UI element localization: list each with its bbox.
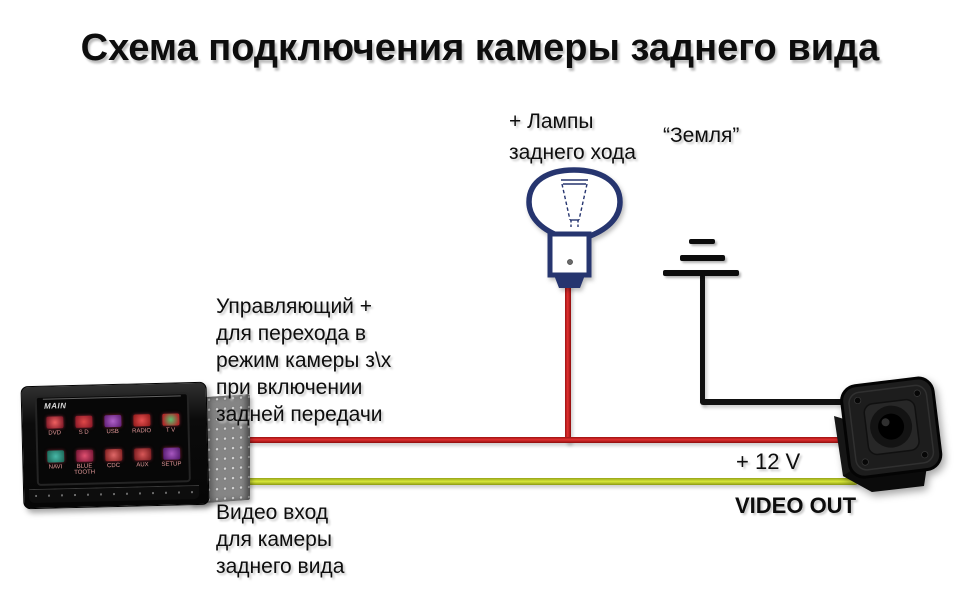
ground-black-wire-horizontal [700, 399, 846, 405]
menu-item-label: BLUE TOOTH [74, 463, 96, 477]
screen-menu-grid: DVD S D USB RADIO [40, 410, 186, 481]
video-input-line1: Видео вход [216, 501, 329, 524]
rear-camera-icon [834, 376, 943, 492]
head-unit-button-strip [29, 484, 200, 504]
head-unit-buttons [35, 491, 194, 497]
menu-item-label: USB [106, 428, 119, 436]
video-out-yellow-wire [224, 478, 858, 485]
control-wire-line1: Управляющий + [216, 295, 373, 318]
navigation-icon [46, 450, 64, 463]
reverse-lamp-label-line1: + Лампы [509, 110, 594, 133]
head-unit-screen: MAIN DVD S D USB [34, 392, 191, 486]
aux-icon [133, 448, 151, 461]
menu-item-label: T V [165, 427, 176, 434]
menu-item-tv: T V [156, 410, 185, 445]
control-wire-line3: режим камеры з\х [216, 349, 392, 372]
video-input-line2: для камеры [216, 528, 332, 551]
ground-bar-bottom [663, 270, 739, 276]
plus-12v-label: + 12 V [736, 449, 801, 474]
setup-gear-icon [162, 447, 180, 460]
menu-item-sd: S D [69, 412, 98, 447]
menu-item-navi: NAVI [41, 447, 70, 482]
ground-label: “Земля” [663, 124, 740, 147]
menu-item-label: NAVI [48, 464, 63, 471]
head-unit: MAIN DVD S D USB [20, 380, 250, 510]
tv-icon [161, 413, 180, 426]
reverse-lamp-positive-wire [565, 283, 571, 443]
screen-title: MAIN [43, 401, 67, 411]
reverse-lamp-bulb-icon [526, 167, 623, 288]
radio-icon [132, 414, 151, 427]
diagram-title: Схема подключения камеры заднего вида [80, 27, 880, 69]
ground-bar-top [689, 239, 715, 244]
dvd-icon [45, 416, 64, 429]
menu-item-cdc: CDC [99, 446, 128, 481]
menu-item-label: DVD [48, 430, 62, 437]
menu-item-label: CDC [106, 462, 121, 470]
control-wire-line5: задней передачи [216, 403, 383, 426]
sd-card-icon [74, 415, 93, 428]
reverse-lamp-label-line2: заднего хода [509, 141, 636, 164]
reverse-lamp-label: + Лампы заднего хода [509, 106, 636, 168]
menu-item-label: SETUP [161, 461, 182, 468]
control-wire-line2: для перехода в [216, 322, 367, 345]
head-unit-body: MAIN DVD S D USB [20, 381, 210, 510]
menu-item-label: S D [78, 429, 89, 436]
video-input-description: Видео вход для камеры заднего вида [216, 499, 344, 580]
menu-item-label: RADIO [132, 428, 152, 435]
cd-changer-icon [104, 448, 122, 462]
video-out-label: VIDEO OUT [735, 493, 857, 518]
menu-item-dvd: DVD [40, 413, 69, 448]
menu-item-radio: RADIO [127, 411, 156, 446]
menu-item-usb: USB [98, 412, 127, 447]
bluetooth-icon [75, 449, 93, 462]
control-wire-line4: при включении [216, 376, 363, 399]
usb-icon [103, 414, 122, 428]
menu-item-setup: SETUP [157, 444, 186, 479]
plus-12v-red-wire [226, 437, 846, 443]
ground-bar-middle [680, 255, 725, 261]
ground-black-wire-vertical [700, 274, 705, 404]
menu-item-label: AUX [136, 462, 149, 469]
control-wire-description: Управляющий + для перехода в режим камер… [216, 293, 391, 428]
video-input-line3: заднего вида [216, 555, 345, 578]
menu-item-bluetooth: BLUE TOOTH [70, 446, 99, 481]
menu-item-aux: AUX [128, 445, 157, 480]
